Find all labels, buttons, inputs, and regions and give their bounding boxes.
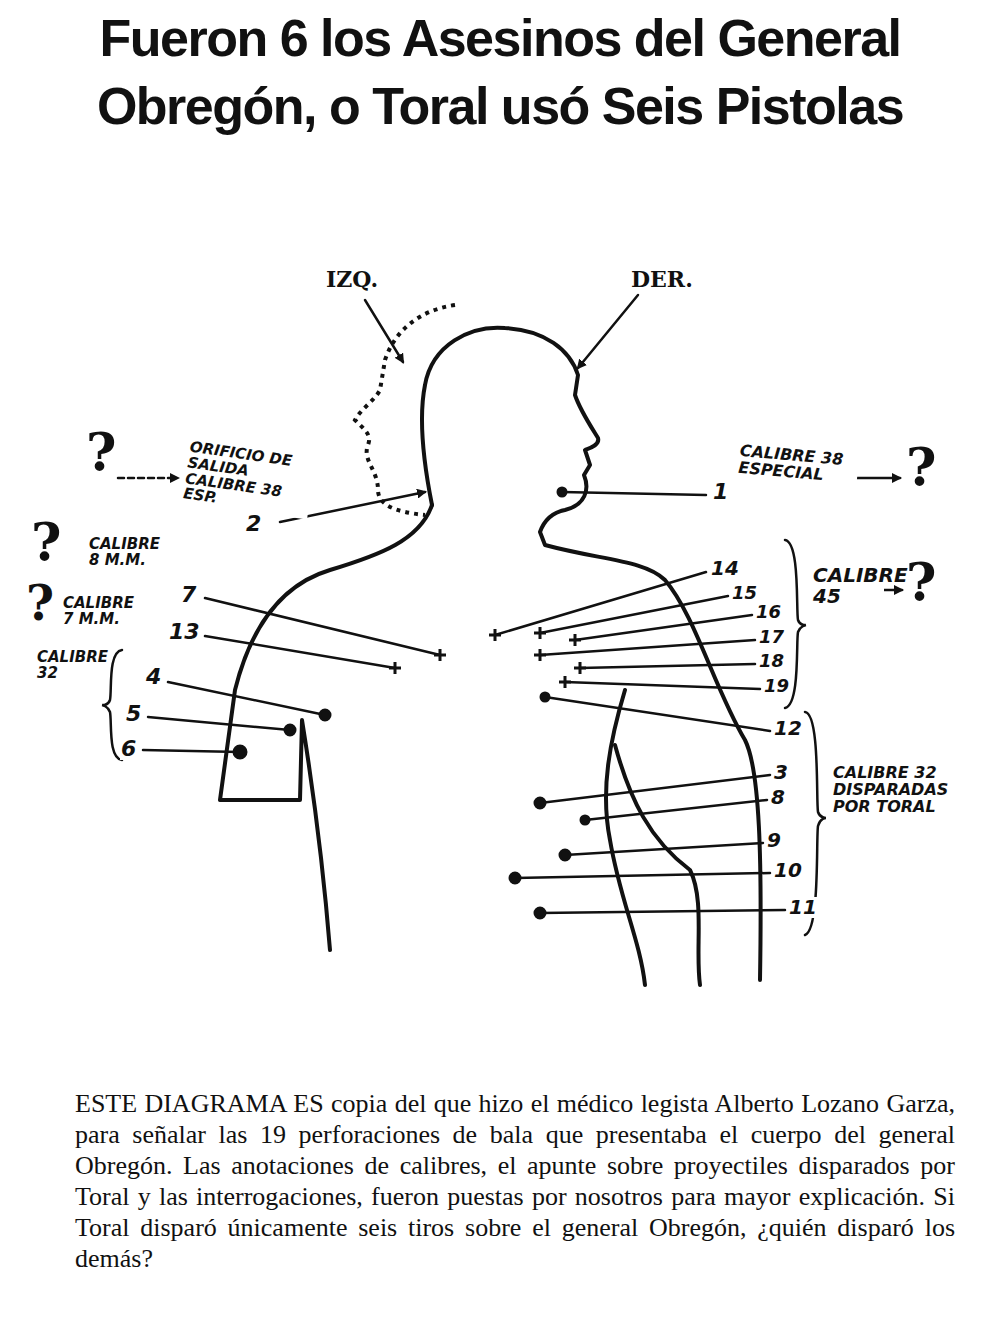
callout-number: 7 (180, 583, 197, 606)
caliber-note: CALIBRE 32 DISPARADAS POR TORAL (832, 765, 969, 815)
callout-number: 4 (145, 665, 162, 688)
callout-number: 10 (773, 860, 803, 881)
side-label: IZQ. (325, 268, 379, 291)
caliber-note: CALIBRE 45 (812, 565, 884, 607)
caliber-note: ORIFICIO DE SALIDA CALIBRE 38 ESP. (181, 439, 316, 519)
caliber-note: CALIBRE 38 ESPECIAL (737, 443, 859, 487)
callout-number: 6 (120, 737, 137, 760)
caliber-note: CALIBRE 7 M.M. (62, 596, 142, 628)
callout-number: 1 (712, 480, 729, 503)
question-mark: ? (905, 440, 937, 495)
callout-number: 16 (755, 603, 782, 622)
callout-number: 19 (763, 677, 790, 696)
callout-number: 8 (770, 787, 786, 808)
question-mark: ? (85, 425, 117, 480)
question-mark: ? (905, 555, 937, 610)
callout-number: 12 (773, 718, 803, 739)
callout-number: 14 (710, 558, 740, 579)
callout-number: 2 (245, 512, 262, 535)
headline: Fueron 6 los Asesinos del General Obregó… (10, 4, 990, 140)
caliber-note: CALIBRE 32 (36, 650, 90, 682)
callout-number: 13 (168, 620, 201, 643)
callout-number: 9 (766, 830, 782, 851)
question-mark: ? (25, 578, 55, 628)
question-mark: ? (30, 515, 62, 570)
side-label: DER. (630, 268, 694, 291)
caption-text: ESTE DIAGRAMA ES copia del que hizo el m… (75, 1088, 955, 1274)
callout-number: 5 (125, 702, 142, 725)
callout-number: 3 (773, 762, 789, 783)
callout-number: 15 (731, 584, 758, 603)
callout-number: 17 (758, 628, 785, 647)
callout-number: 18 (758, 652, 785, 671)
caliber-note: CALIBRE 8 M.M. (88, 537, 168, 569)
callout-number: 11 (788, 897, 818, 918)
